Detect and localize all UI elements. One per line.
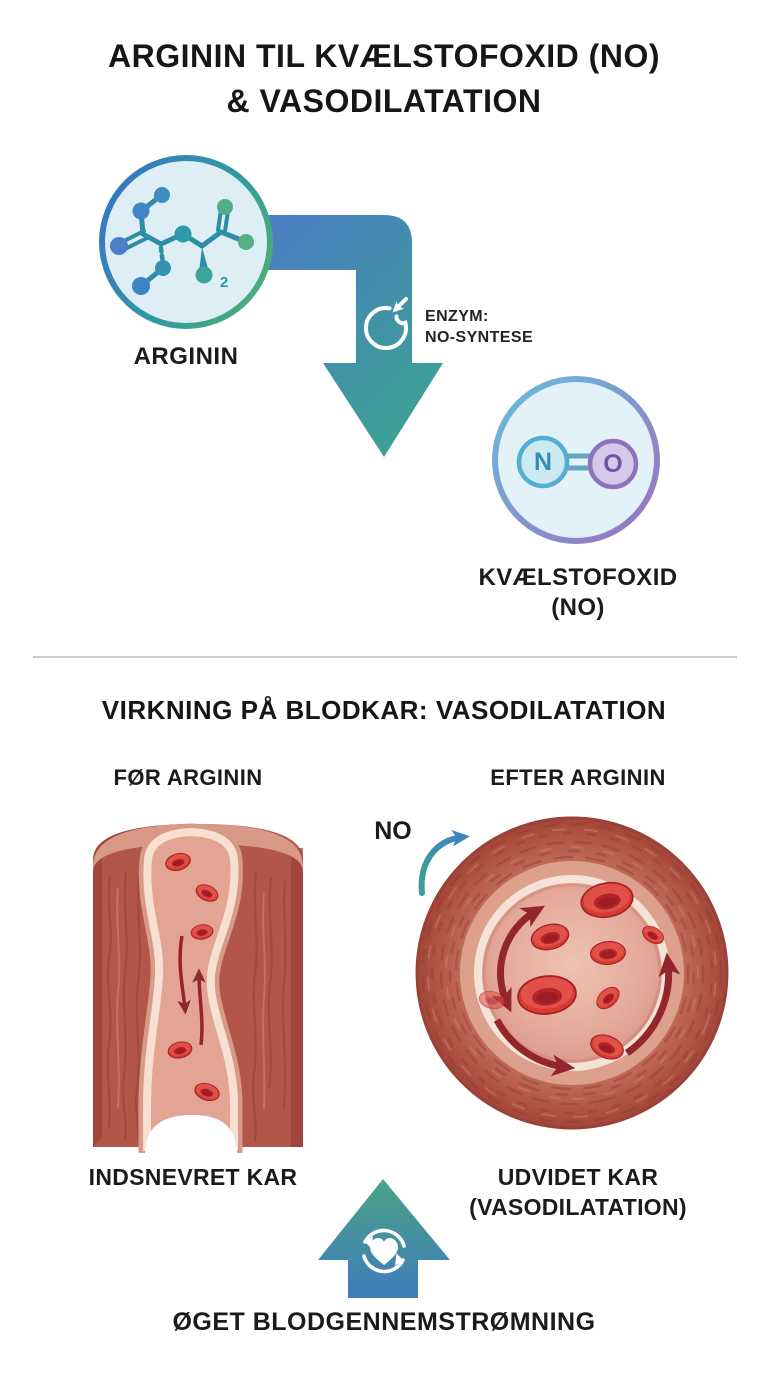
before-label: FØR ARGININ bbox=[113, 765, 263, 790]
enzyme-label-line1: ENZYM: bbox=[425, 308, 489, 325]
reaction-arrow bbox=[266, 215, 443, 457]
heart-circulation-icon bbox=[362, 1228, 406, 1274]
narrow-vessel-label: INDSNEVRET KAR bbox=[88, 1164, 298, 1190]
dilated-vessel-label-line2: (VASODILATATION) bbox=[469, 1194, 687, 1220]
circulation-arrows bbox=[491, 905, 681, 1077]
nitrogen-letter: N bbox=[534, 448, 552, 476]
result-label: ØGET BLODGENNEMSTRØMNING bbox=[172, 1308, 596, 1336]
oxygen-letter: O bbox=[603, 450, 622, 478]
section-divider bbox=[33, 656, 737, 658]
no-curved-arrow-icon bbox=[418, 829, 470, 896]
molecule-structure: 2 bbox=[110, 187, 254, 295]
enzyme-label-line2: NO-SYNTESE bbox=[425, 329, 534, 346]
dilated-vessel-label: UDVIDET KAR (VASODILATATION) bbox=[458, 1162, 698, 1222]
no-molecule-illustration: N O bbox=[492, 376, 660, 544]
molecule-subscript: 2 bbox=[220, 274, 228, 291]
enzyme-label: ENZYM: NO-SYNTESE bbox=[425, 306, 533, 348]
dilated-vessel-label-line1: UDVIDET KAR bbox=[497, 1164, 659, 1190]
vessel-wall-texture bbox=[421, 822, 723, 1124]
oxygen-atom bbox=[587, 438, 639, 490]
flow-arrows bbox=[177, 935, 206, 1046]
product-label: KVÆLSTOFOXID (NO) bbox=[468, 563, 688, 623]
dilated-vessel-illustration bbox=[415, 816, 729, 1130]
product-label-line1: KVÆLSTOFOXID bbox=[478, 564, 678, 591]
section2-title: VIRKNING PÅ BLODKAR: VASODILATATION bbox=[101, 695, 667, 725]
enzyme-icon bbox=[364, 297, 408, 350]
no-label: NO bbox=[374, 817, 412, 845]
arginin-molecule-illustration: 2 bbox=[99, 155, 273, 329]
nitrogen-atom bbox=[516, 435, 570, 489]
after-label: EFTER ARGININ bbox=[490, 765, 666, 790]
page-title-line2: & VASODILATATION bbox=[226, 83, 542, 119]
increased-flow-arrow bbox=[318, 1179, 450, 1298]
vessel-wall-texture bbox=[106, 870, 287, 1143]
product-label-line2: (NO) bbox=[551, 594, 605, 621]
page-title: ARGININ TIL KVÆLSTOFOXID (NO) & VASODILA… bbox=[0, 34, 768, 124]
narrow-vessel-illustration bbox=[93, 823, 303, 1153]
page-title-line1: ARGININ TIL KVÆLSTOFOXID (NO) bbox=[108, 38, 660, 74]
arginin-label: ARGININ bbox=[133, 343, 239, 370]
